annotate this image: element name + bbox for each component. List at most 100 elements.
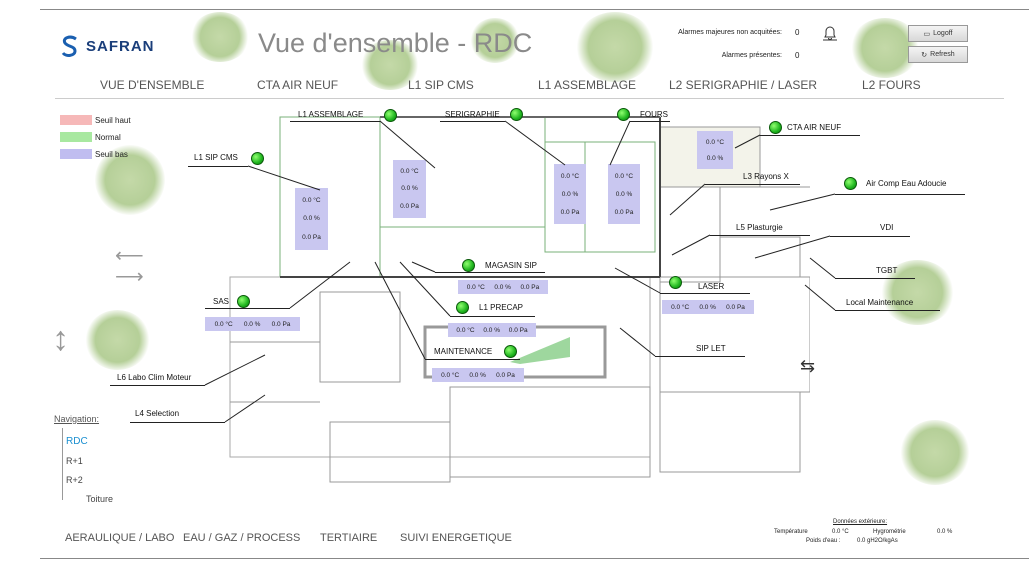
pressure-value: 0.0 Pa	[400, 202, 419, 210]
leader-line	[435, 272, 545, 273]
zone-label-sip-let[interactable]: SIP LET	[696, 344, 726, 353]
zone-label-magasin-sip[interactable]: MAGASIN SIP	[485, 261, 538, 270]
pressure-value: 0.0 Pa	[520, 283, 540, 291]
logoff-icon: ▭	[923, 30, 931, 38]
alarms-major-value: 0	[795, 28, 800, 37]
pressure-value: 0.0 Pa	[508, 326, 528, 334]
zone-label-fours[interactable]: FOURS	[640, 110, 668, 119]
pressure-value: 0.0 Pa	[614, 208, 634, 216]
humidity-value: 0.0 %	[561, 190, 579, 198]
exterior-temp-value: 0.0 °C	[832, 529, 849, 535]
humidity-value: 0.0 %	[615, 190, 633, 198]
legend-swatch-normal	[60, 132, 92, 142]
tree-decoration	[360, 40, 420, 90]
zone-label-cta-air-neuf[interactable]: CTA AIR NEUF	[787, 123, 842, 132]
alarms-major-label: Alarmes majeures non acquitées:	[678, 29, 782, 36]
logoff-button[interactable]: ▭ Logoff	[908, 25, 968, 42]
leader-line	[835, 194, 965, 195]
tree-decoration	[470, 18, 520, 63]
legend-item: Normal	[60, 132, 131, 142]
leader-line	[660, 293, 750, 294]
alarms-present-value: 0	[795, 51, 800, 60]
zone-label-laser[interactable]: LASER	[698, 282, 725, 291]
bottom-nav-suivi-energetique[interactable]: SUIVI ENERGETIQUE	[400, 532, 512, 544]
zone-label-air-comp[interactable]: Air Comp Eau Adoucie	[866, 179, 947, 188]
exterior-dew-label: Poids d'eau :	[806, 538, 841, 544]
legend-label: Seuil bas	[95, 149, 128, 159]
nav-l2-serigraphie-laser[interactable]: L2 SERIGRAPHIE / LASER	[669, 78, 818, 92]
zone-label-l6-labo[interactable]: L6 Labo Clim Moteur	[117, 373, 192, 382]
zone-label-l4-selection[interactable]: L4 Selection	[135, 409, 180, 418]
bottom-nav-aeraulique[interactable]: AERAULIQUE / LABO	[65, 532, 175, 544]
legend-swatch-low	[60, 149, 92, 159]
zone-label-l1-sip-cms[interactable]: L1 SIP CMS	[194, 153, 238, 162]
temperature-value: 0.0 °C	[614, 172, 634, 180]
nav-floor-r2[interactable]: R+2	[66, 475, 83, 485]
nav-l1-sip-cms[interactable]: L1 SIP CMS	[408, 78, 474, 92]
pressure-value: 0.0 Pa	[302, 234, 321, 242]
zone-label-serigraphie[interactable]: SERIGRAPHIE	[445, 110, 500, 119]
leader-line	[655, 356, 745, 357]
status-dot-laser	[669, 276, 682, 289]
zone-label-l5-plasturgie[interactable]: L5 Plasturgie	[736, 223, 783, 232]
zone-label-maintenance[interactable]: MAINTENANCE	[434, 347, 493, 356]
horizontal-arrows-icon: ⇆	[800, 356, 816, 376]
zone-label-l1-assemblage[interactable]: L1 ASSEMBLAGE	[298, 110, 364, 119]
magasin-sip-values: 0.0 °C 0.0 % 0.0 Pa	[458, 280, 548, 294]
nav-floor-toiture[interactable]: Toiture	[86, 494, 114, 504]
leader-line	[710, 235, 810, 236]
bottom-nav-tertiaire[interactable]: TERTIAIRE	[320, 532, 378, 544]
zone-label-l1-precap[interactable]: L1 PRECAP	[479, 303, 524, 312]
zone-label-tgbt[interactable]: TGBT	[876, 266, 898, 275]
nav-l1-assemblage[interactable]: L1 ASSEMBLAGE	[538, 78, 637, 92]
nav-vue-ensemble[interactable]: VUE D'ENSEMBLE	[100, 78, 205, 92]
humidity-value: 0.0 %	[483, 326, 500, 334]
nav-floor-r1[interactable]: R+1	[66, 456, 83, 466]
nav-cta-air-neuf[interactable]: CTA AIR NEUF	[257, 78, 339, 92]
temperature-value: 0.0 °C	[400, 168, 419, 176]
cta-air-neuf-values: 0.0 °C 0.0 %	[697, 131, 733, 169]
leader-line	[705, 184, 800, 185]
zone-label-vdi[interactable]: VDI	[880, 223, 894, 232]
maintenance-values: 0.0 °C 0.0 % 0.0 Pa	[432, 368, 524, 382]
l1-assemblage-values: 0.0 °C 0.0 % 0.0 Pa	[393, 160, 426, 218]
leader-line	[835, 310, 940, 311]
bell-icon[interactable]	[822, 25, 838, 46]
nav-floor-rdc[interactable]: RDC	[66, 436, 88, 447]
status-dot-maintenance	[504, 345, 517, 358]
temperature-value: 0.0 °C	[456, 326, 475, 334]
bottom-nav-eau-gaz[interactable]: EAU / GAZ / PROCESS	[183, 532, 301, 544]
temperature-value: 0.0 °C	[705, 138, 725, 146]
sas-values: 0.0 °C 0.0 % 0.0 Pa	[205, 317, 300, 331]
tree-decoration	[85, 310, 150, 370]
exterior-hygro-value: 0.0 %	[937, 529, 953, 535]
status-dot-l1-assemblage	[384, 109, 397, 122]
zone-label-local-maintenance[interactable]: Local Maintenance	[846, 298, 914, 307]
status-dot-sas	[237, 295, 250, 308]
zone-label-l3-rayons-x[interactable]: L3 Rayons X	[743, 172, 789, 181]
logo-text: SAFRAN	[86, 37, 155, 55]
exterior-dew-value: 0.0 gH2O/kgAs	[857, 538, 898, 544]
legend-item: Seuil bas	[60, 149, 131, 159]
tree-decoration	[575, 12, 655, 82]
temperature-value: 0.0 °C	[214, 320, 233, 328]
safran-logo-icon	[61, 35, 77, 57]
nav-l2-fours[interactable]: L2 FOURS	[862, 78, 921, 92]
zone-label-sas[interactable]: SAS	[213, 297, 230, 306]
humidity-value: 0.0 %	[469, 371, 486, 379]
leader-line	[110, 385, 205, 386]
status-dot-fours	[617, 108, 630, 121]
exterior-title: Données extérieure:	[833, 519, 888, 525]
temperature-value: 0.0 °C	[466, 283, 485, 291]
navigation-tree-line	[62, 428, 63, 500]
fours-values: 0.0 °C 0.0 % 0.0 Pa	[608, 164, 640, 224]
status-dot-l1-precap	[456, 301, 469, 314]
logoff-label: Logoff	[933, 30, 953, 37]
humidity-value: 0.0 %	[699, 303, 716, 311]
status-dot-l1-sip-cms	[251, 152, 264, 165]
pressure-value: 0.0 Pa	[271, 320, 291, 328]
refresh-button[interactable]: ↻ Refresh	[908, 46, 968, 63]
legend-label: Normal	[95, 132, 121, 142]
page-title: Vue d'ensemble - RDC	[258, 28, 533, 58]
humidity-value: 0.0 %	[303, 215, 320, 223]
